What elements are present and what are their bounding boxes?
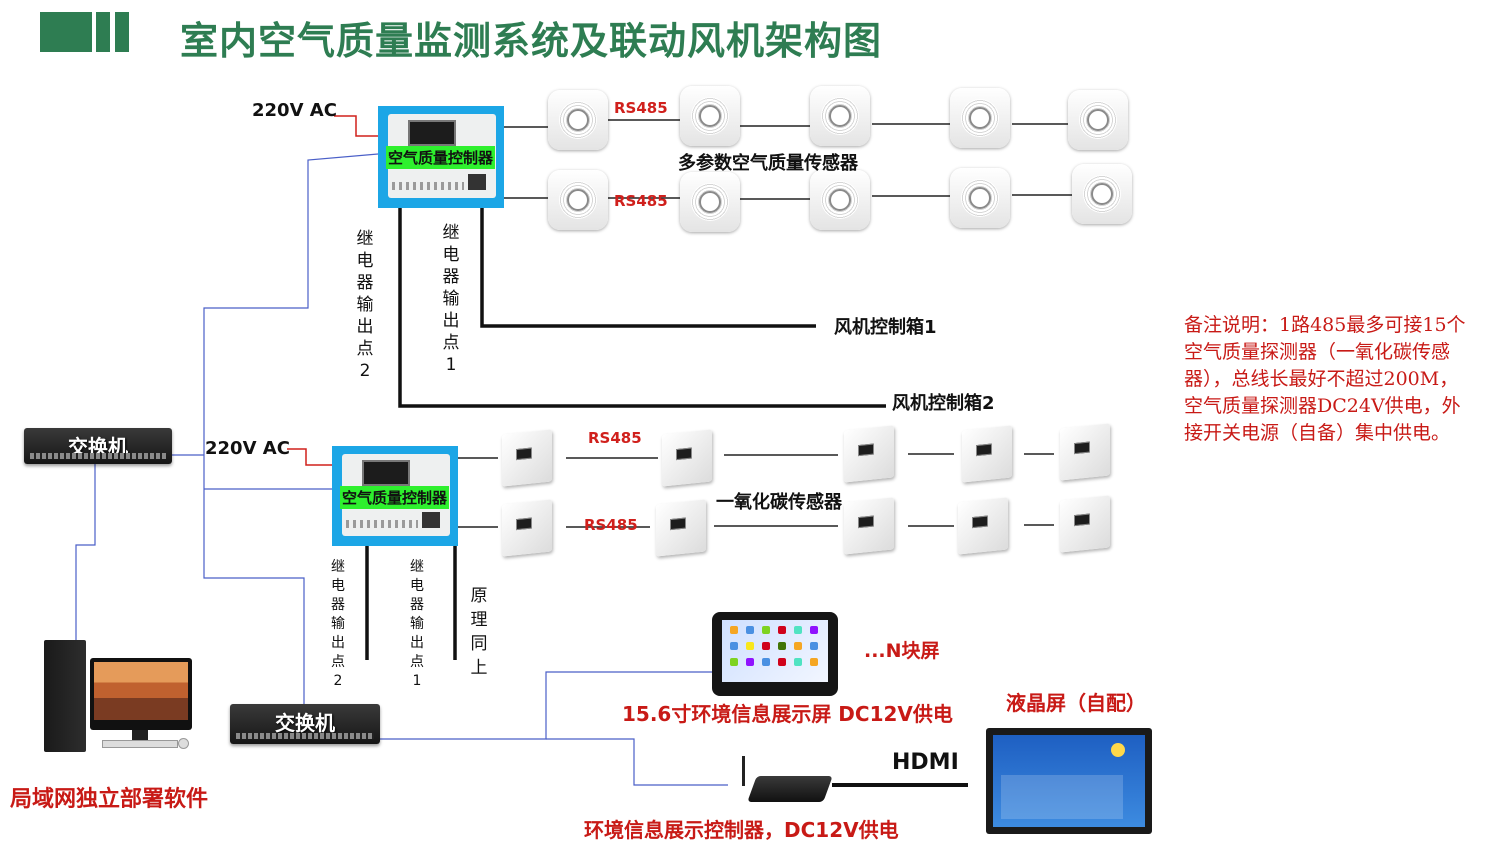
app-icon — [762, 642, 770, 650]
relay-output-1-label: 继电器输出点1 — [442, 223, 460, 375]
rs485-label: RS485 — [614, 99, 668, 117]
co-sensor-label: 一氧化碳传感器 — [716, 492, 842, 513]
relay-wires — [365, 208, 886, 660]
app-icon — [746, 626, 754, 634]
app-icon — [810, 658, 818, 666]
app-icon — [778, 626, 786, 634]
app-icon — [746, 658, 754, 666]
app-icon — [810, 626, 818, 634]
app-icon — [762, 626, 770, 634]
app-icon — [794, 658, 802, 666]
page-title: 室内空气质量监测系统及联动风机架构图 — [180, 19, 883, 63]
lcd-screen-area — [993, 735, 1145, 827]
rs485-label: RS485 — [588, 429, 642, 447]
air-sensor-icon — [810, 86, 870, 146]
network-wires — [75, 153, 728, 786]
same-principle-label: 原理同上 — [470, 586, 488, 678]
relay-output-2-label: 继电器输出点2 — [331, 559, 345, 689]
controller-1-label: 空气质量控制器 — [386, 146, 496, 169]
app-icon — [778, 658, 786, 666]
co-sensor-icon — [1060, 423, 1110, 481]
title-bar-block — [40, 12, 92, 52]
monitor-stand — [132, 730, 148, 740]
air-sensor-icon — [680, 172, 740, 232]
controller-port — [468, 174, 486, 190]
switch-2-label: 交换机 — [275, 711, 335, 735]
controller-terminals — [392, 182, 464, 190]
app-icon — [762, 658, 770, 666]
title-bar-block — [96, 12, 110, 52]
co-sensor-icon — [1060, 495, 1110, 553]
app-icon — [746, 642, 754, 650]
monitor-icon — [90, 658, 192, 730]
co-sensor-icon — [958, 497, 1008, 555]
air-sensor-icon — [548, 90, 608, 150]
rs485-label: RS485 — [584, 516, 638, 534]
air-sensor-icon — [1068, 90, 1128, 150]
display-controller-icon — [747, 776, 833, 802]
network-switch-icon: 交换机 — [230, 704, 380, 744]
lan-software-label: 局域网独立部署软件 — [10, 787, 209, 812]
display-screen-icon — [712, 612, 838, 696]
controller-terminals — [346, 520, 418, 528]
co-sensor-icon — [502, 499, 552, 557]
antenna-icon — [742, 756, 745, 786]
app-icon — [778, 642, 786, 650]
air-sensor-icon — [950, 168, 1010, 228]
app-icon — [730, 642, 738, 650]
power-wires — [287, 115, 380, 466]
fan-box-1-label: 风机控制箱1 — [834, 317, 937, 338]
display-controller-label: 环境信息展示控制器，DC12V供电 — [584, 818, 899, 842]
air-sensor-icon — [1072, 164, 1132, 224]
hdmi-label: HDMI — [892, 750, 959, 775]
mouse-icon — [178, 738, 189, 749]
fan-box-2-label: 风机控制箱2 — [892, 393, 995, 414]
app-icon — [730, 626, 738, 634]
controller-2-label: 空气质量控制器 — [340, 486, 450, 509]
title-bar-block — [115, 12, 129, 52]
app-icon — [810, 642, 818, 650]
app-icon — [730, 658, 738, 666]
power-label-2: 220V AC — [205, 438, 290, 459]
keyboard-icon — [102, 740, 178, 748]
co-sensor-icon — [502, 429, 552, 487]
app-icon — [794, 642, 802, 650]
relay-output-1-label: 继电器输出点1 — [410, 559, 424, 689]
network-switch-icon: 交换机 — [24, 428, 172, 464]
air-quality-controller-1: 空气质量控制器 — [378, 106, 504, 208]
note-text: 备注说明：1路485最多可接15个空气质量探测器（一氧化碳传感器），总线长最好不… — [1184, 314, 1466, 444]
lcd-data-panel — [1001, 775, 1123, 819]
air-sensor-icon — [950, 88, 1010, 148]
bus-wires — [458, 119, 1072, 528]
co-sensor-icon — [962, 425, 1012, 483]
n-screens-label: ...N块屏 — [864, 640, 940, 662]
switch-ports — [30, 453, 166, 459]
desktop-pc-icon — [44, 640, 86, 752]
co-sensor-icon — [844, 497, 894, 555]
controller-screen — [362, 460, 410, 486]
display-screen-label: 15.6寸环境信息展示屏 DC12V供电 — [622, 702, 953, 726]
air-sensor-icon — [680, 86, 740, 146]
sun-icon — [1111, 743, 1125, 757]
display-screen-area — [722, 620, 828, 682]
rs485-label: RS485 — [614, 192, 668, 210]
air-sensor-icon — [548, 170, 608, 230]
air-sensor-icon — [810, 170, 870, 230]
air-quality-controller-2: 空气质量控制器 — [332, 446, 458, 546]
controller-screen — [408, 120, 456, 146]
co-sensor-icon — [844, 425, 894, 483]
switch-ports — [236, 733, 374, 739]
relay-output-2-label: 继电器输出点2 — [356, 229, 374, 381]
co-sensor-icon — [662, 429, 712, 487]
controller-port — [422, 512, 440, 528]
multi-sensor-label: 多参数空气质量传感器 — [678, 153, 858, 174]
power-label-1: 220V AC — [252, 100, 337, 121]
app-icon — [794, 626, 802, 634]
co-sensor-icon — [656, 499, 706, 557]
lcd-label: 液晶屏（自配） — [1006, 691, 1146, 715]
lcd-screen-icon — [986, 728, 1152, 834]
